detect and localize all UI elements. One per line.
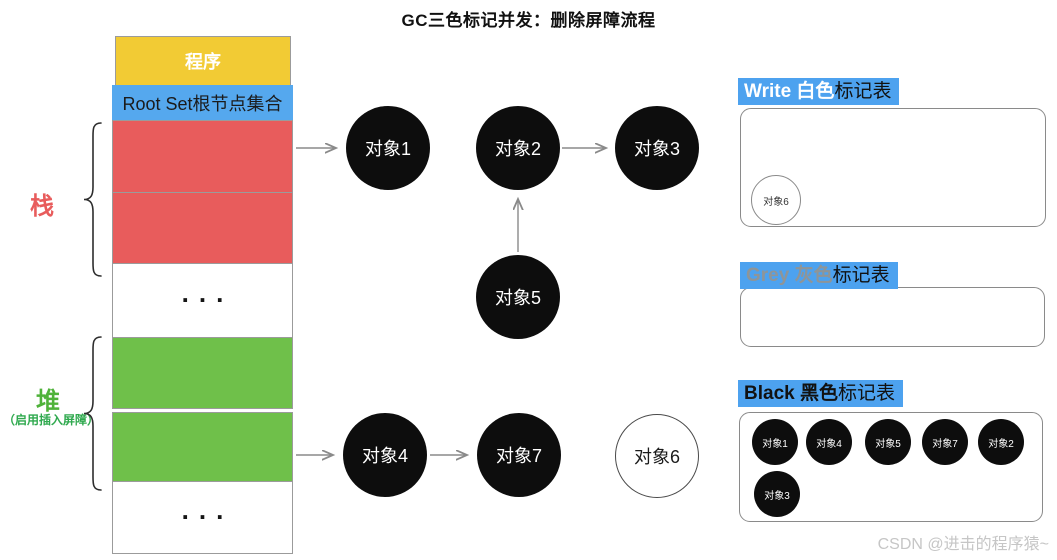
grey-table-suffix: 标记表 <box>832 265 890 286</box>
black-table-item-object2: 对象2 <box>978 419 1024 465</box>
black-table-item-object3: 对象3 <box>754 471 800 517</box>
grey-table-title: Grey 灰色 <box>746 265 833 286</box>
heap-brace <box>83 336 102 491</box>
white-table-suffix: 标记表 <box>834 81 892 102</box>
node-object4: 对象4 <box>343 413 427 497</box>
black-item-label: 对象1 <box>762 438 788 450</box>
black-table-header: Black 黑色标记表 <box>738 380 903 407</box>
black-table-item-object5: 对象5 <box>865 419 911 465</box>
ellipsis-bottom: ... <box>181 495 234 525</box>
black-item-label: 对象5 <box>875 438 901 450</box>
program-label: 程序 <box>185 52 221 72</box>
node-object2-label: 对象2 <box>494 139 541 159</box>
node-object6-label: 对象6 <box>633 447 680 467</box>
node-object5: 对象5 <box>476 255 560 339</box>
node-object5-label: 对象5 <box>494 288 541 308</box>
diagram-title: GC三色标记并发：删除屏障流程 <box>401 11 656 30</box>
stack-label: 栈 <box>30 193 54 220</box>
black-table-item-object1: 对象1 <box>752 419 798 465</box>
stack-brace <box>83 122 102 277</box>
black-item-label: 对象3 <box>764 490 790 502</box>
node-object6: 对象6 <box>615 414 699 498</box>
program-block: 程序 <box>115 36 291 86</box>
node-object7-label: 对象7 <box>495 446 542 466</box>
memory-ellipsis-block-2: ... <box>112 481 293 554</box>
grey-table-header: Grey 灰色标记表 <box>740 262 898 289</box>
black-item-label: 对象4 <box>816 438 842 450</box>
white-table-title: Write 白色 <box>744 81 835 102</box>
black-table-title: Black 黑色 <box>744 383 838 404</box>
node-object2: 对象2 <box>476 106 560 190</box>
stack-slot-red-2 <box>112 192 293 264</box>
black-item-label: 对象7 <box>932 438 958 450</box>
node-object7: 对象7 <box>477 413 561 497</box>
black-item-label: 对象2 <box>988 438 1014 450</box>
ellipsis-top: ... <box>181 278 234 308</box>
node-object4-label: 对象4 <box>361 446 408 466</box>
black-table-item-object4: 对象4 <box>806 419 852 465</box>
root-set-block: Root Set根节点集合 <box>112 85 293 120</box>
grey-table-box <box>740 287 1045 347</box>
heap-label: 堆 <box>36 388 60 415</box>
black-table-box: 对象1 对象4 对象5 对象7 对象2 对象3 <box>739 412 1043 522</box>
white-table-header: Write 白色标记表 <box>738 78 900 105</box>
csdn-watermark: CSDN @进击的程序猿~ <box>877 536 1049 553</box>
black-table-item-object7: 对象7 <box>922 419 968 465</box>
node-object3: 对象3 <box>615 106 699 190</box>
heap-slot-green-1 <box>112 337 293 409</box>
root-set-label: Root Set根节点集合 <box>122 93 283 114</box>
heap-note: （启用插入屏障） <box>2 413 99 427</box>
white-table-item-object6: 对象6 <box>751 175 801 225</box>
black-table-suffix: 标记表 <box>837 383 895 404</box>
white-table-item-label: 对象6 <box>763 196 789 208</box>
node-object3-label: 对象3 <box>633 139 680 159</box>
node-object1: 对象1 <box>346 106 430 190</box>
node-object1-label: 对象1 <box>364 139 411 159</box>
memory-ellipsis-block-1: ... <box>112 263 293 338</box>
stack-slot-red-1 <box>112 120 293 193</box>
heap-slot-green-2 <box>112 412 293 482</box>
white-table-box: 对象6 <box>740 108 1046 227</box>
